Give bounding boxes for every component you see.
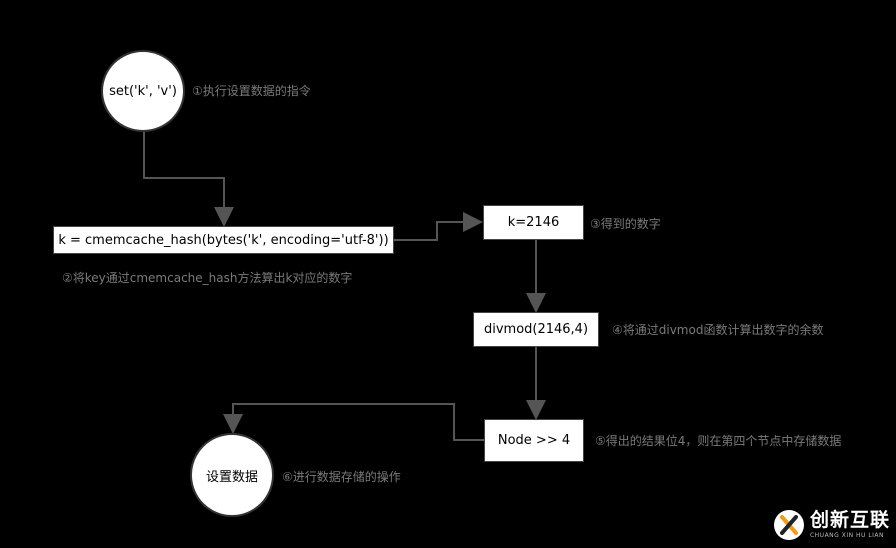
divmod-node-label: divmod(2146,4) — [483, 322, 589, 337]
note-step3: ③得到的数字 — [590, 217, 661, 231]
set-data-node: 设置数据 — [190, 433, 274, 517]
start-node: set('k', 'v') — [101, 50, 185, 132]
set-data-node-label: 设置数据 — [205, 469, 258, 485]
node-result-node: Node >> 4 — [484, 419, 584, 462]
k-value-node-label: k=2146 — [507, 215, 560, 230]
note-step1: ①执行设置数据的指令 — [192, 84, 311, 98]
logo-name-cn: 创新互联 — [809, 509, 890, 531]
connector-start-to-hash — [143, 131, 234, 227]
hash-node-label: k = cmemcache_hash(bytes('k', encoding='… — [58, 232, 389, 248]
hash-node: k = cmemcache_hash(bytes('k', encoding='… — [53, 226, 394, 254]
logo-x-icon — [773, 510, 804, 540]
connector-hash-to-k — [394, 212, 483, 241]
start-node-label: set('k', 'v') — [109, 83, 177, 99]
node-result-node-label: Node >> 4 — [497, 433, 571, 448]
watermark-logo: 创新互联 CHUANG XIN HU LIAN — [773, 509, 890, 540]
note-step2: ②将key通过cmemcache_hash方法算出k对应的数字 — [62, 271, 353, 285]
divmod-node: divmod(2146,4) — [473, 312, 599, 347]
k-value-node: k=2146 — [483, 205, 584, 240]
note-step5: ⑤得出的结果位4，则在第四个节点中存储数据 — [595, 434, 842, 448]
note-step4: ④将通过divmod函数计算出数字的余数 — [612, 323, 824, 337]
connector-node-to-set-data — [223, 403, 484, 441]
logo-name-en: CHUANG XIN HU LIAN — [809, 532, 885, 539]
note-step6: ⑥进行数据存储的操作 — [282, 470, 401, 484]
